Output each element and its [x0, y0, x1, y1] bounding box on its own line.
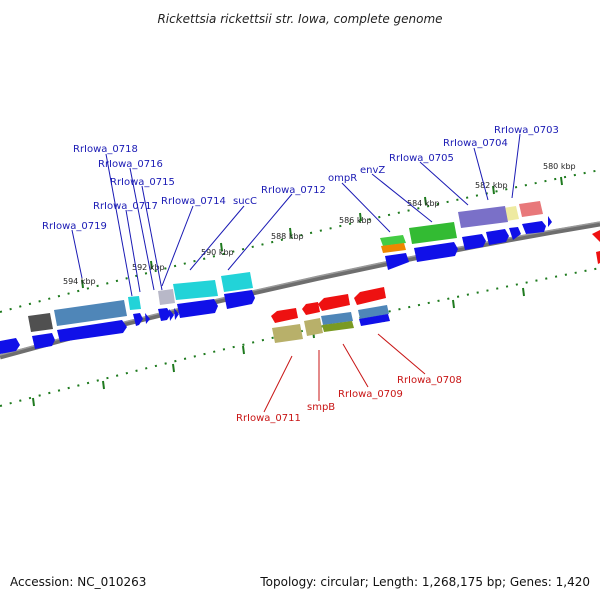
cds-arrow: [486, 229, 509, 245]
gene-feature: [592, 230, 600, 242]
tick-label: 584 kbp: [407, 199, 440, 208]
cds-arrow: [145, 313, 150, 324]
gene-feature: [596, 251, 600, 264]
reverse-gene-features: [271, 287, 390, 343]
cds-arrow: [169, 309, 174, 321]
cds-arrow: [509, 227, 521, 240]
cds-arrow: [0, 338, 20, 354]
accession-text: Accession: NC_010263: [10, 575, 146, 589]
tick-label: 594 kbp: [63, 277, 96, 286]
forward-leader-lines: [71, 133, 521, 297]
gene-label-rriowa-0717: RrIowa_0717: [93, 201, 158, 212]
gene-feature: [28, 313, 53, 332]
reverse-gene-labels: RrIowa_0708 RrIowa_0709 smpB RrIowa_0711: [236, 375, 462, 424]
cds-arrow: [354, 287, 386, 305]
gene-label-rriowa-0714: RrIowa_0714: [161, 196, 226, 207]
gene-feature: [158, 289, 175, 305]
gene-label-rriowa-0718: RrIowa_0718: [73, 144, 138, 155]
genome-summary-text: Topology: circular; Length: 1,268,175 bp…: [259, 575, 590, 589]
gene-label-rriowa-0709: RrIowa_0709: [338, 389, 403, 400]
tick-label: 592 kbp: [132, 263, 165, 272]
forward-gene-features: [0, 201, 600, 354]
cds-arrow: [133, 313, 143, 326]
cds-arrow: [385, 253, 409, 270]
cds-arrow: [224, 290, 255, 309]
gene-feature: [221, 272, 253, 292]
reverse-tick-track: [0, 267, 600, 407]
gene-feature: [358, 305, 389, 319]
forward-gene-labels: RrIowa_0703 RrIowa_0704 RrIowa_0705 envZ…: [42, 125, 559, 232]
gene-label-succ: sucC: [233, 196, 257, 207]
gene-label-rriowa-0715: RrIowa_0715: [110, 177, 175, 188]
gene-label-rriowa-0711: RrIowa_0711: [236, 413, 301, 424]
tick-label: 590 kbp: [201, 248, 234, 257]
gene-feature: [54, 300, 127, 326]
gene-label-rriowa-0704: RrIowa_0704: [443, 138, 508, 149]
gene-feature: [458, 206, 508, 228]
gene-label-rriowa-0705: RrIowa_0705: [389, 153, 454, 164]
gene-feature: [173, 280, 218, 300]
cds-arrow: [32, 333, 55, 349]
gene-feature: [359, 314, 390, 326]
tick-label: 580 kbp: [543, 162, 576, 171]
cds-arrow: [302, 302, 320, 315]
gene-label-rriowa-0712: RrIowa_0712: [261, 185, 326, 196]
gene-feature: [322, 321, 354, 332]
cds-arrow: [57, 320, 127, 342]
gene-label-rriowa-0708: RrIowa_0708: [397, 375, 462, 386]
cds-arrow: [174, 308, 179, 320]
forward-tick-track: [0, 169, 600, 313]
gene-label-envz: envZ: [360, 165, 385, 176]
tick-labels: 580 kbp 582 kbp 584 kbp 586 kbp 588 kbp …: [63, 162, 576, 286]
gene-label-rriowa-0719: RrIowa_0719: [42, 221, 107, 232]
cds-arrow: [462, 234, 486, 250]
map-title: Rickettsia rickettsii str. Iowa, complet…: [157, 12, 442, 26]
cds-arrow: [548, 216, 552, 227]
gene-feature: [381, 243, 406, 253]
gene-feature: [272, 324, 303, 343]
cds-arrow: [318, 294, 350, 311]
cds-arrow: [522, 221, 546, 234]
gene-feature: [519, 201, 543, 217]
gene-label-rriowa-0703: RrIowa_0703: [494, 125, 559, 136]
cds-arrow: [158, 308, 171, 321]
gene-label-ompr: ompR: [328, 173, 357, 184]
reverse-leader-lines: [263, 333, 426, 413]
gene-feature: [409, 222, 457, 244]
cds-arrow: [177, 299, 218, 318]
gene-label-rriowa-0716: RrIowa_0716: [98, 159, 163, 170]
cds-arrow: [271, 308, 298, 323]
gene-feature: [380, 235, 406, 246]
tick-label: 582 kbp: [475, 181, 508, 190]
gene-label-smpb: smpB: [307, 402, 335, 413]
tick-label: 586 kbp: [339, 216, 372, 225]
tick-label: 588 kbp: [271, 232, 304, 241]
gene-feature: [321, 312, 353, 325]
gene-feature: [128, 296, 141, 310]
gene-feature: [304, 318, 323, 336]
cds-arrow: [414, 242, 458, 262]
